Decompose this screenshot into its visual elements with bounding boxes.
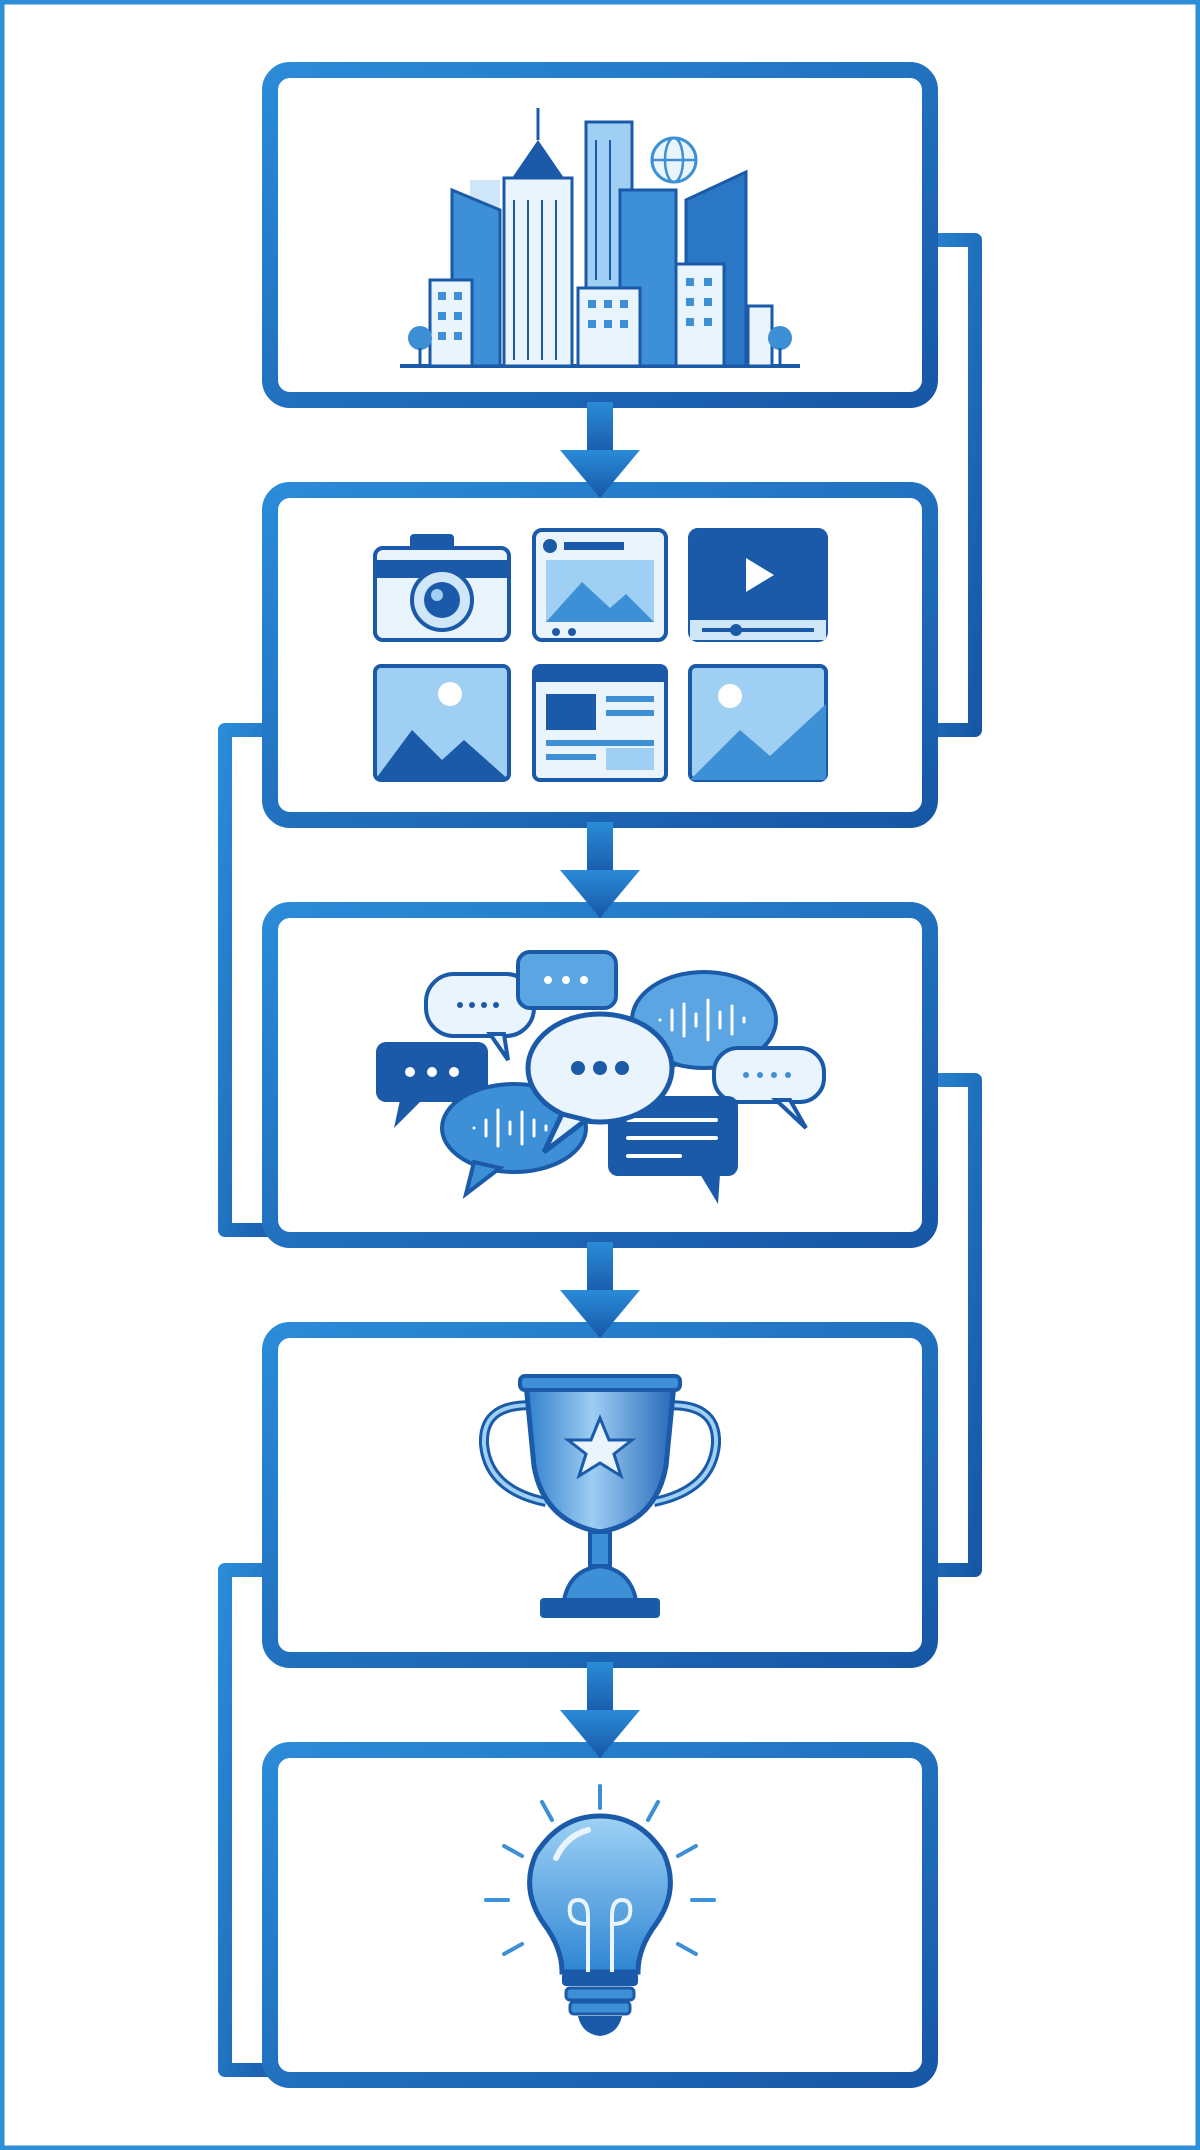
bubble-dots-1: [424, 972, 536, 1062]
light-bulb-icon: [484, 1784, 716, 2036]
bubble-text: [608, 1096, 738, 1204]
speech-bubbles-icon: [376, 950, 826, 1204]
bubble-dots-3: [376, 1042, 488, 1128]
camera-icon: [373, 534, 511, 642]
video-player-icon: [688, 528, 828, 642]
arrow-3: [560, 1242, 640, 1338]
image-icon: [688, 664, 828, 782]
bubble-dots-4: [712, 1046, 826, 1130]
photo-icon: [373, 664, 511, 782]
social-post-icon: [532, 528, 668, 642]
connector-3: [903, 1073, 982, 1577]
article-icon: [532, 664, 668, 782]
trophy-icon: [478, 1374, 722, 1618]
down-arrows: [560, 402, 640, 1758]
bubble-center: [525, 1011, 675, 1154]
bubble-dots-2: [516, 950, 618, 1010]
arrow-2: [560, 822, 640, 918]
arrow-1: [560, 402, 640, 498]
connector-4: [218, 1563, 297, 2077]
media-collage-icon: [373, 528, 828, 782]
connector-1: [903, 233, 982, 737]
city-skyline-icon: [400, 108, 800, 368]
connector-2: [218, 723, 297, 1237]
connector-lines: [218, 233, 982, 2077]
arrow-4: [560, 1662, 640, 1758]
